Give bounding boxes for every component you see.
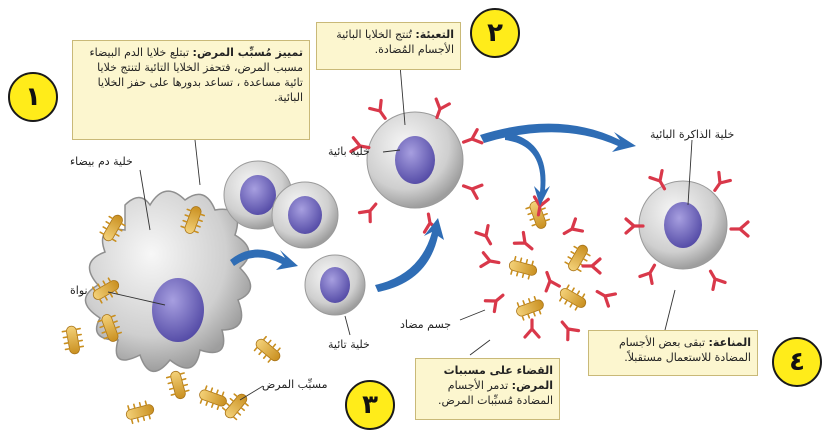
callout-eliminate-pathogens: القضاء على مسببات المرض: تدمر الأجسام ال… xyxy=(415,358,560,420)
label-antibody: جسم مضاد xyxy=(400,318,451,331)
callout-1-title: تمييز مُسبِّب المرض: xyxy=(193,46,303,59)
label-pathogen: مسبِّب المرض xyxy=(262,378,327,391)
label-t-cell: خلية تائية xyxy=(328,338,370,351)
step-badge-1: ١ xyxy=(8,72,58,122)
callout-immunity: المناعة: تبقى بعض الأجسام المضادة للاستع… xyxy=(588,330,758,376)
label-memory-b-cell: خلية الذاكرة البائية xyxy=(650,128,734,141)
label-white-blood-cell: خلية دم بيضاء xyxy=(70,155,133,168)
label-b-cell: خلية بائية xyxy=(328,145,370,158)
label-nucleus: نواة xyxy=(70,284,88,297)
callout-2-title: التعبئة: xyxy=(415,28,454,41)
step-badge-3: ٣ xyxy=(345,380,395,430)
memory-b-cell xyxy=(626,171,748,290)
b-cell xyxy=(351,99,482,232)
step-badge-2: ٢ xyxy=(470,8,520,58)
macrophage-nucleus xyxy=(152,278,204,342)
callout-recognize-pathogen: تمييز مُسبِّب المرض: تبتلع خلايا الدم ال… xyxy=(72,40,310,140)
callout-4-title: المناعة: xyxy=(709,336,751,349)
antibody-pathogen-field xyxy=(476,197,615,340)
step-badge-4: ٤ xyxy=(772,337,822,387)
callout-mobilization: التعبئة: تُنتج الخلايا البائية الأجسام ا… xyxy=(316,22,461,70)
